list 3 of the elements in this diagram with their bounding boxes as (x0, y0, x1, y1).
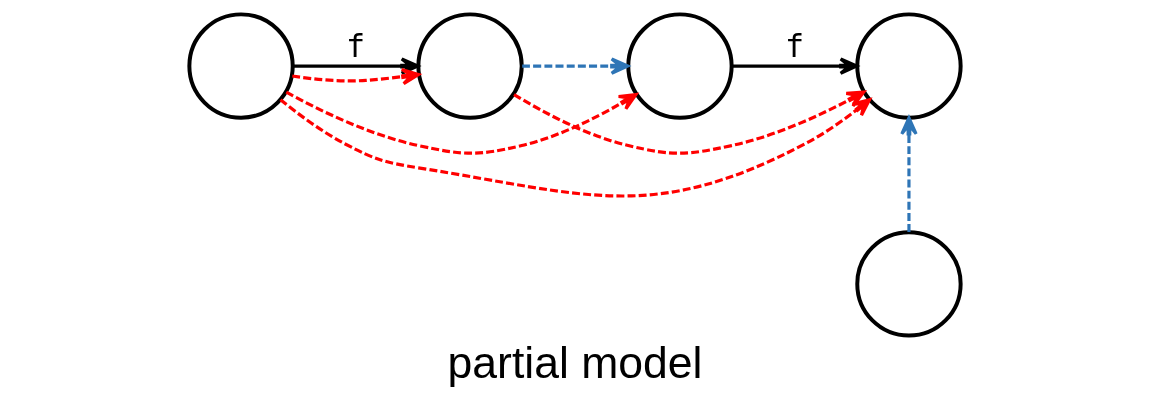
edge-label: f (345, 26, 365, 64)
caption: partial model (447, 337, 702, 387)
edge-label: f (784, 26, 804, 64)
